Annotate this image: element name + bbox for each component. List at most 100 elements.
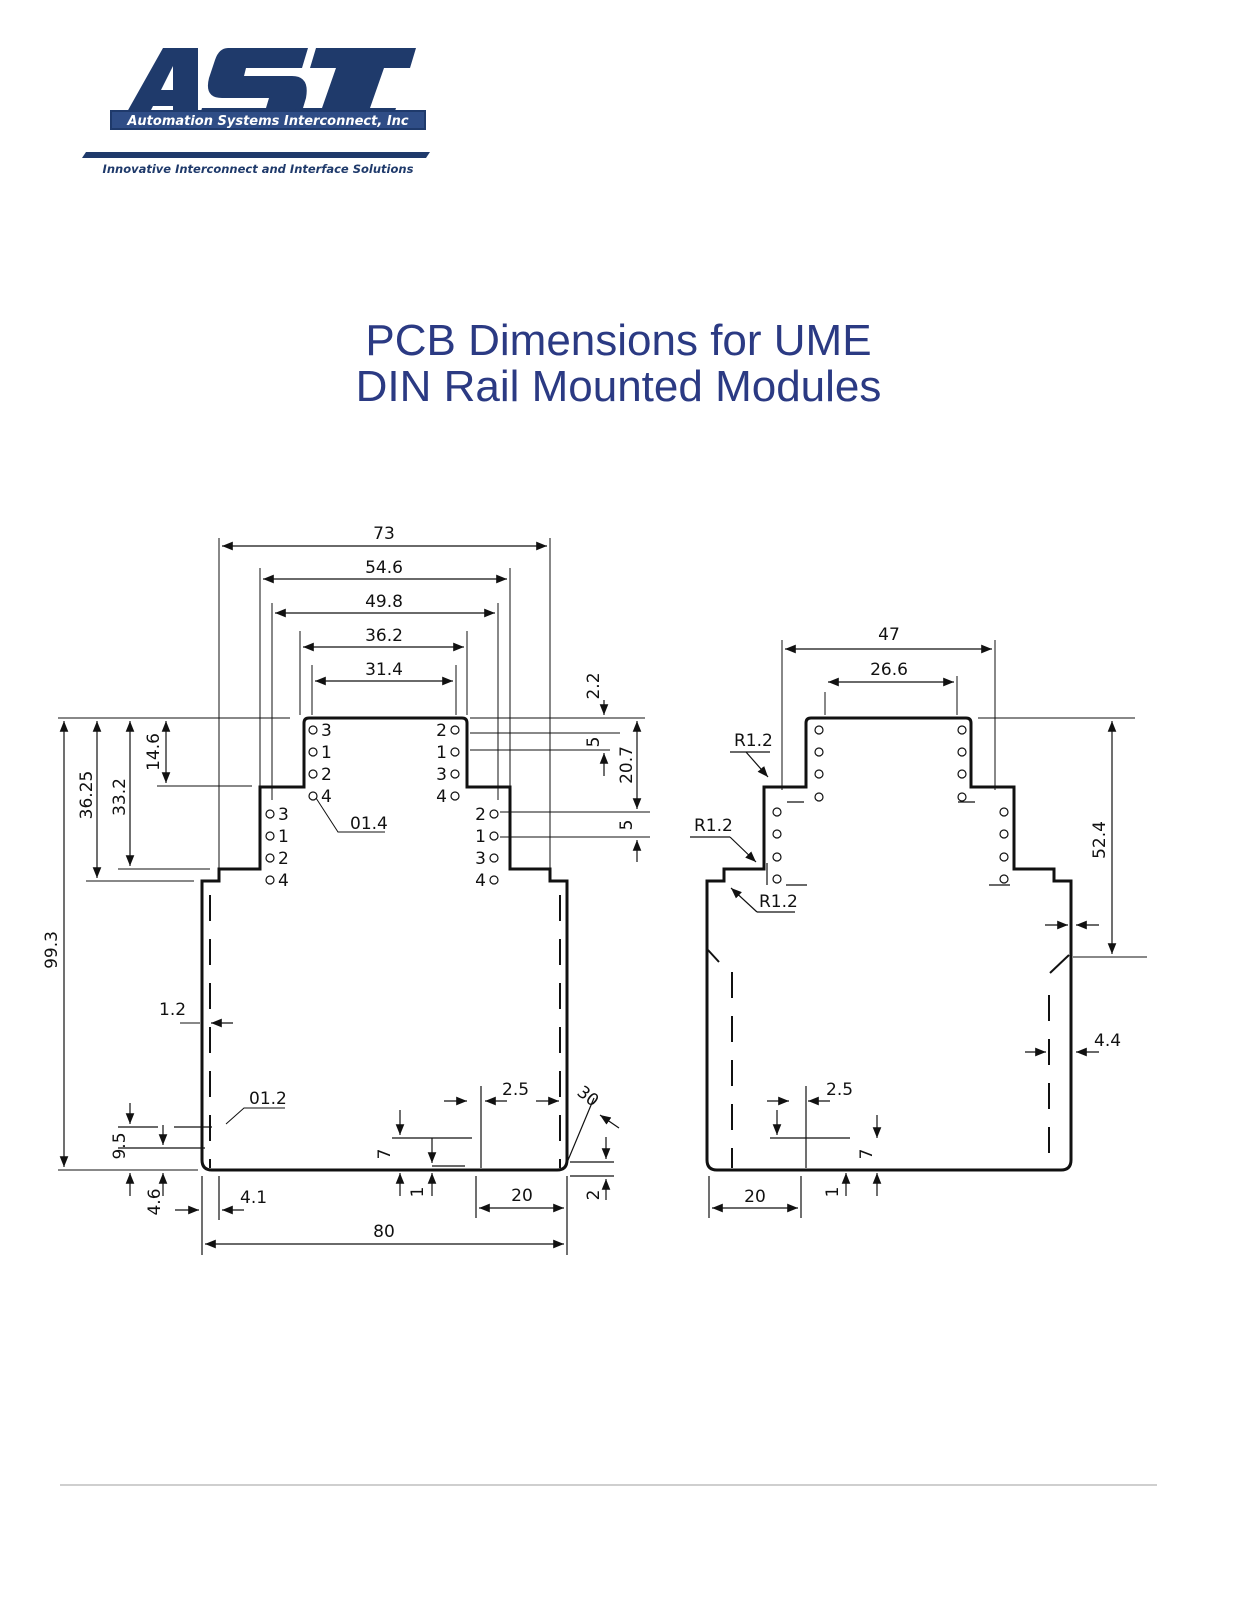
company-name: Automation Systems Interconnect, Inc	[126, 114, 409, 129]
dim-bottom-1: 1	[408, 1187, 428, 1198]
dim-31-4: 31.4	[365, 660, 403, 680]
pin-hole	[450, 791, 460, 801]
dim-4-6: 4.6	[145, 1188, 165, 1215]
pin-label: 1	[436, 743, 447, 763]
dim-right-1: 1	[823, 1187, 843, 1198]
title-line-2: DIN Rail Mounted Modules	[355, 362, 882, 411]
pin-hole	[489, 853, 499, 863]
pin-hole	[489, 809, 499, 819]
dim-2-2: 2.2	[584, 672, 604, 699]
dim-right-7: 7	[857, 1149, 877, 1160]
dim-right-2-5: 2.5	[826, 1080, 853, 1100]
pin-label: 2	[475, 805, 486, 825]
mounting-hole	[957, 769, 967, 779]
pin-label: 3	[278, 805, 289, 825]
pin-hole	[489, 831, 499, 841]
dim-4-1: 4.1	[240, 1188, 267, 1208]
mounting-hole	[772, 852, 782, 862]
asi-logo: Automation Systems Interconnect, Inc Inn…	[78, 40, 438, 190]
pin-hole	[265, 853, 275, 863]
right-board-holes	[772, 725, 1009, 884]
pin-label: 4	[321, 787, 332, 807]
pin-label: 3	[436, 765, 447, 785]
dim-54-6: 54.6	[365, 558, 403, 578]
dim-26-6: 26.6	[870, 660, 908, 680]
dim-radius-upper: R1.2	[734, 731, 773, 751]
right-board-view: 47 26.6 R1.2 R1.2 R1.2 52.4 4.4 2.5 7 1 …	[690, 625, 1147, 1218]
dim-49-8: 49.8	[365, 592, 403, 612]
dim-bottom-2-5: 2.5	[502, 1080, 529, 1100]
dim-5-top: 5	[584, 737, 604, 748]
left-board-view: 73 54.6 49.8 36.2 31.4 99.3 36.25 33.2 1…	[42, 524, 650, 1255]
mounting-hole	[957, 747, 967, 757]
dim-5-mid: 5	[617, 820, 637, 831]
footer-rule	[60, 1484, 1157, 1486]
mounting-hole	[814, 747, 824, 757]
pin-label: 1	[278, 827, 289, 847]
left-board-outline	[200, 716, 569, 1172]
dim-hole-1-4: 01.4	[350, 814, 388, 834]
dim-36-25: 36.25	[77, 771, 97, 820]
pin-label: 3	[321, 721, 332, 741]
dim-33-2: 33.2	[110, 778, 130, 816]
mounting-hole	[814, 725, 824, 735]
pin-hole	[450, 747, 460, 757]
pin-hole	[308, 747, 318, 757]
dim-radius-mid: R1.2	[694, 816, 733, 836]
pin-hole	[265, 831, 275, 841]
dim-47: 47	[878, 625, 900, 645]
dim-edge-1-2: 1.2	[159, 1000, 186, 1020]
dim-radius-lower: R1.2	[759, 892, 798, 912]
pin-label: 4	[436, 787, 447, 807]
mounting-hole	[772, 874, 782, 884]
dim-36-2: 36.2	[365, 626, 403, 646]
mounting-hole	[957, 725, 967, 735]
mounting-hole	[814, 792, 824, 802]
pin-hole	[450, 725, 460, 735]
dim-bottom-20: 20	[511, 1186, 533, 1206]
mounting-hole	[999, 807, 1009, 817]
mounting-hole	[999, 874, 1009, 884]
mounting-hole	[814, 769, 824, 779]
pin-hole	[308, 769, 318, 779]
mounting-hole	[999, 852, 1009, 862]
dim-73: 73	[373, 524, 395, 544]
dim-4-4: 4.4	[1094, 1031, 1121, 1051]
pin-hole	[265, 875, 275, 885]
pin-hole	[265, 809, 275, 819]
dim-52-4: 52.4	[1090, 821, 1110, 859]
pin-label: 4	[475, 871, 486, 891]
right-board-outline	[705, 716, 1073, 1172]
dim-right-20: 20	[744, 1187, 766, 1207]
pin-label: 1	[475, 827, 486, 847]
dim-hole-1-2: 01.2	[249, 1089, 287, 1109]
pin-label: 3	[475, 849, 486, 869]
mounting-hole	[772, 807, 782, 817]
dim-width-80: 80	[373, 1222, 395, 1242]
pin-hole	[308, 725, 318, 735]
company-tagline: Innovative Interconnect and Interface So…	[103, 162, 414, 176]
pin-label: 2	[321, 765, 332, 785]
pin-label: 1	[321, 743, 332, 763]
title-line-1: PCB Dimensions for UME	[365, 316, 872, 365]
pin-label: 4	[278, 871, 289, 891]
dim-9-5: 9.5	[110, 1132, 130, 1159]
mounting-hole	[772, 829, 782, 839]
dim-angle-30: 30	[573, 1082, 602, 1111]
dim-bottom-7: 7	[375, 1149, 395, 1160]
mounting-hole	[957, 792, 967, 802]
pin-hole	[308, 791, 318, 801]
page-title: PCB Dimensions for UME DIN Rail Mounted …	[0, 318, 1237, 410]
dim-99-3: 99.3	[42, 931, 62, 969]
pin-label: 2	[436, 721, 447, 741]
pin-hole	[450, 769, 460, 779]
dim-20-7: 20.7	[617, 746, 637, 784]
pin-hole	[489, 875, 499, 885]
pin-label: 2	[278, 849, 289, 869]
mounting-hole	[999, 829, 1009, 839]
